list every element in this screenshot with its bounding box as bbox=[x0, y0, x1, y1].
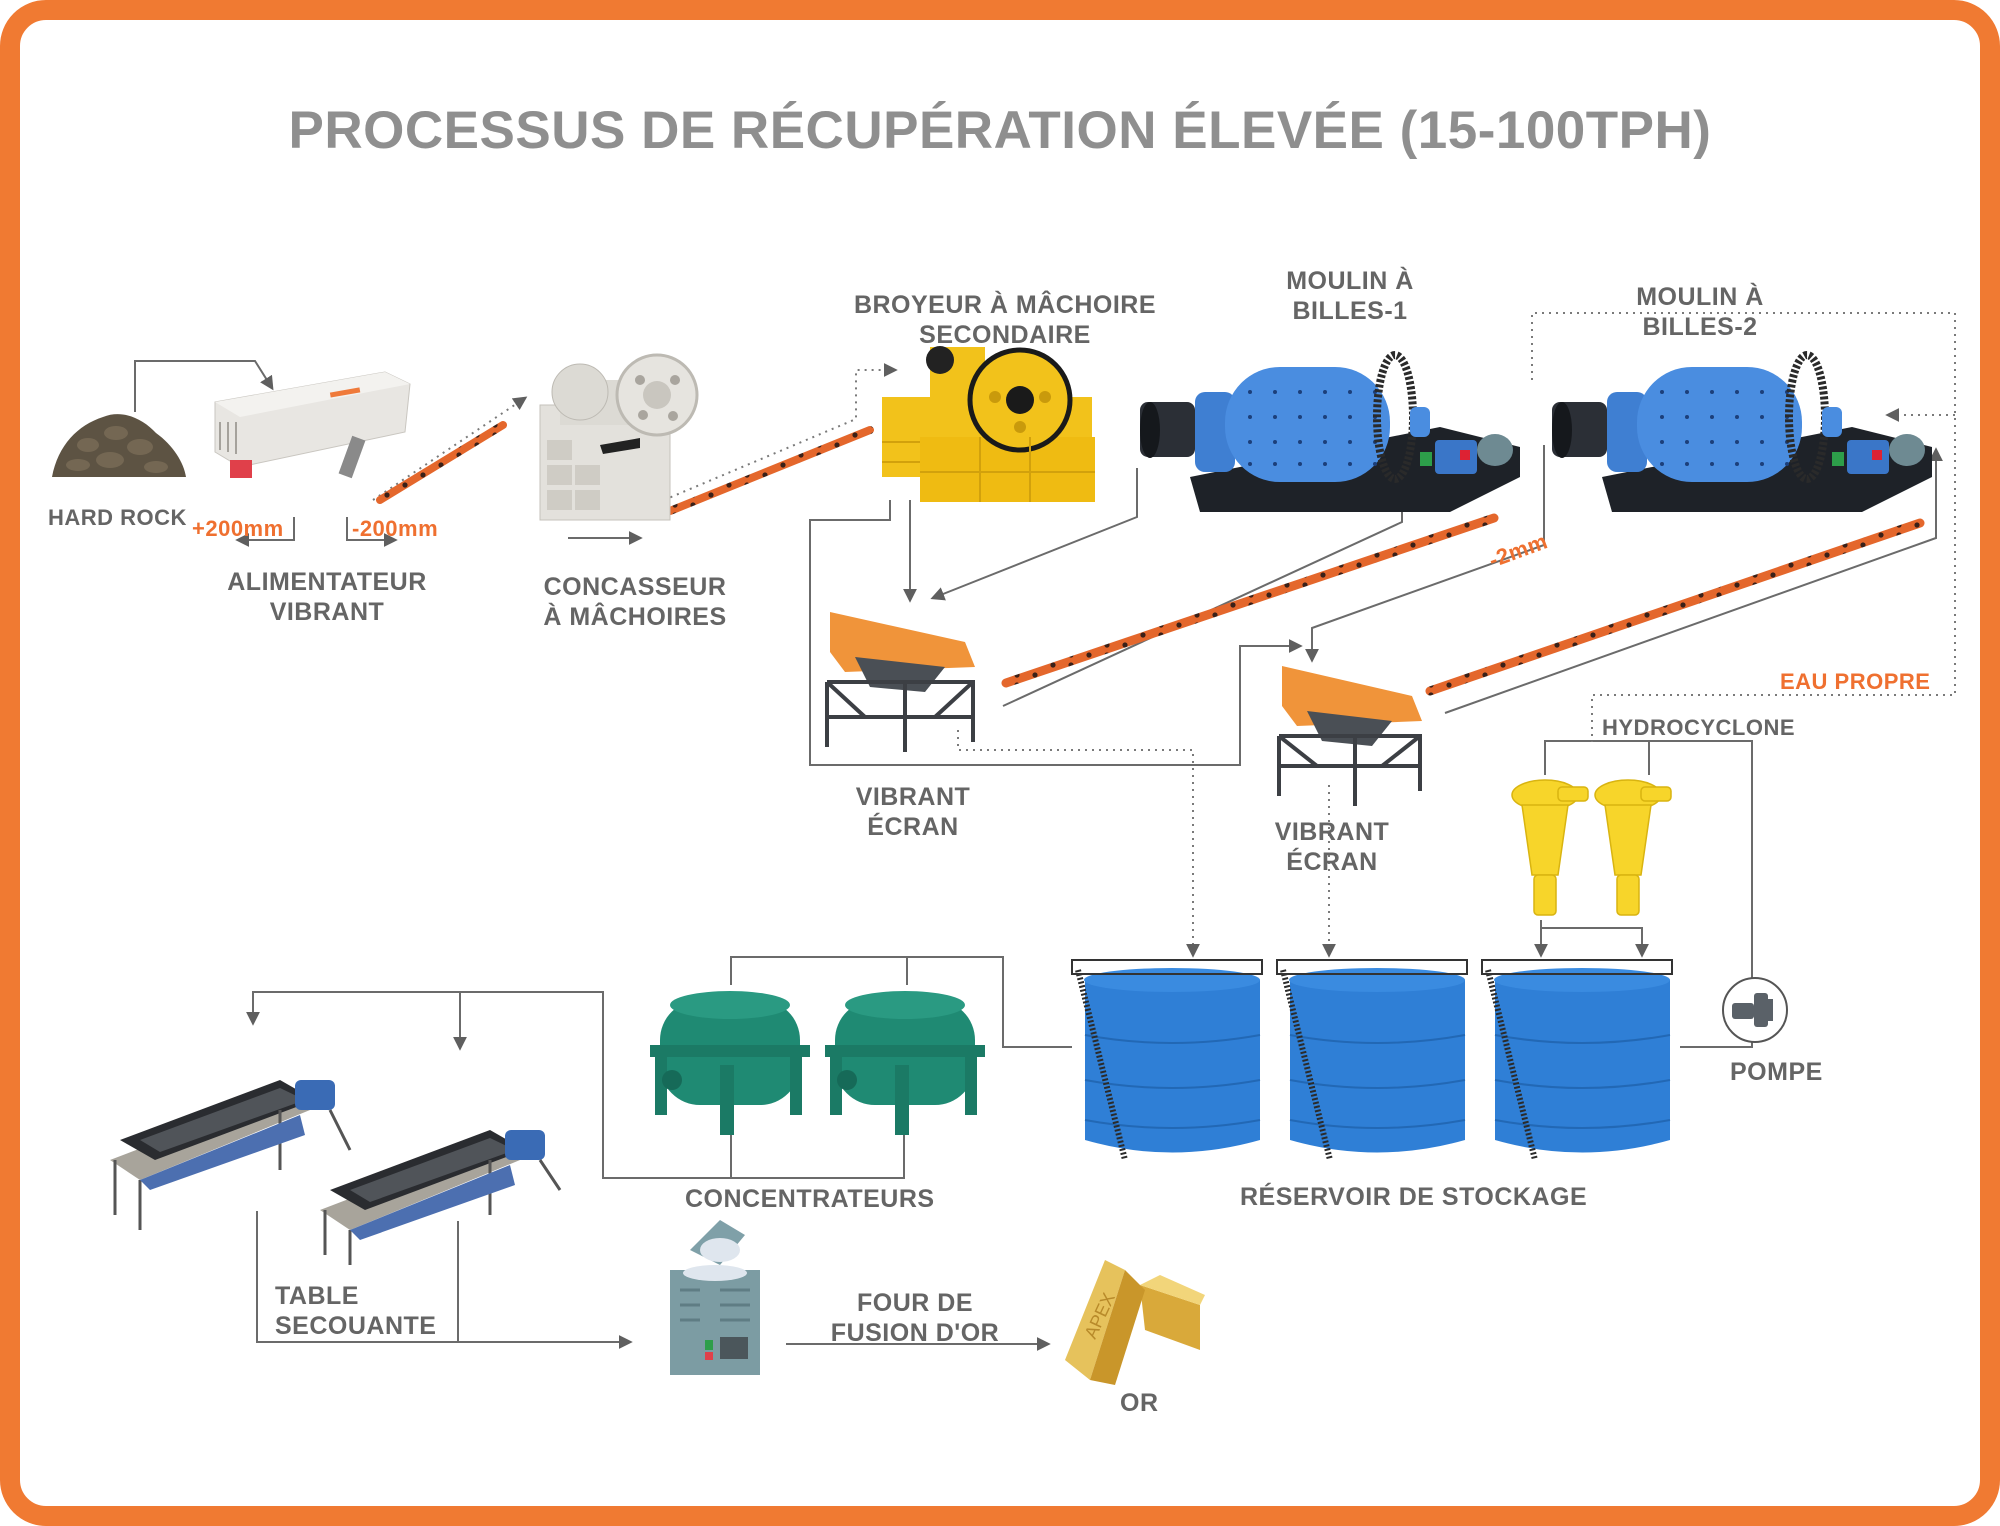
hard-rock-label: HARD ROCK bbox=[48, 505, 187, 530]
jaw-crusher-icon bbox=[539, 353, 699, 521]
vibrating-feeder-icon bbox=[214, 371, 411, 479]
hydrocyclone-icon bbox=[1511, 779, 1672, 916]
clean-water-label: EAU PROPRE bbox=[1780, 669, 1931, 694]
oversize-label: +200mm bbox=[192, 516, 284, 541]
diagram-title: PROCESSUS DE RÉCUPÉRATION ÉLEVÉE (15-100… bbox=[288, 101, 1712, 160]
pump-icon bbox=[1722, 977, 1788, 1043]
vibrating-feeder-label: ALIMENTATEUR VIBRANT bbox=[227, 568, 427, 626]
ball-mill-2-label: MOULIN À BILLES-2 bbox=[1636, 283, 1764, 341]
undersize-label: -200mm bbox=[352, 516, 439, 541]
storage-tanks-icon bbox=[1071, 959, 1673, 1161]
vibrating-screen-2-icon bbox=[1277, 666, 1422, 806]
gold-furnace-icon bbox=[670, 1220, 760, 1375]
secondary-jaw-crusher-icon bbox=[882, 346, 1095, 502]
hydrocyclone-label: HYDROCYCLONE bbox=[1602, 715, 1796, 740]
shaking-tables-icon bbox=[110, 1080, 562, 1265]
concentrators-icon bbox=[650, 991, 985, 1135]
hard-rock-pile-icon bbox=[52, 414, 186, 477]
storage-tanks-label: RÉSERVOIR DE STOCKAGE bbox=[1240, 1183, 1588, 1211]
gold-furnace-label: FOUR DE FUSION D'OR bbox=[830, 1289, 1000, 1347]
shaking-table-label: TABLE SECOUANTE bbox=[275, 1282, 437, 1340]
secondary-jaw-crusher-label: BROYEUR À MÂCHOIRE SECONDAIRE bbox=[853, 291, 1157, 349]
ball-mill-1-icon bbox=[1140, 351, 1520, 512]
vibrating-screen-1-icon bbox=[825, 612, 975, 752]
pump-label: POMPE bbox=[1730, 1058, 1823, 1086]
jaw-crusher-label: CONCASSEUR À MÂCHOIRES bbox=[543, 573, 727, 631]
gold-label: OR bbox=[1120, 1389, 1159, 1417]
ball-mill-2-icon bbox=[1552, 351, 1932, 512]
vibrating-screen-1-label: VIBRANT ÉCRAN bbox=[855, 783, 971, 841]
vibrating-screen-2-label: VIBRANT ÉCRAN bbox=[1274, 818, 1390, 876]
concentrators-label: CONCENTRATEURS bbox=[685, 1185, 935, 1213]
gold-bars-icon: APEX bbox=[1065, 1260, 1205, 1385]
ball-mill-1-label: MOULIN À BILLES-1 bbox=[1286, 267, 1414, 325]
